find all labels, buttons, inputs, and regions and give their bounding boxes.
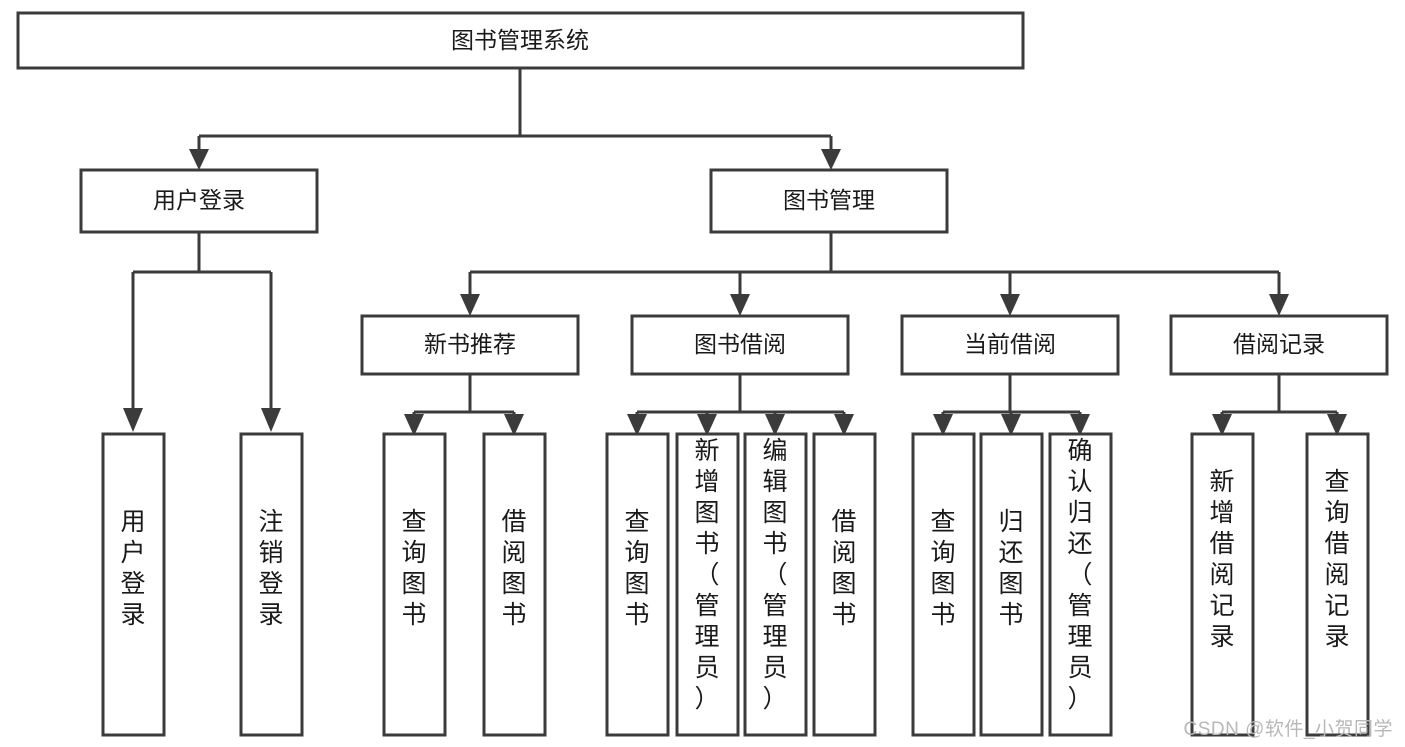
leaf-user-login-1-box[interactable] xyxy=(101,432,166,737)
leaf-current-borrow-1[interactable]: 查询图书 xyxy=(911,432,976,737)
leaf-current-borrow-2-box[interactable] xyxy=(979,432,1044,737)
node-user-login[interactable]: 用户登录 xyxy=(79,168,319,234)
arrow-book-mgmt-c4 xyxy=(1269,294,1289,316)
leaf-current-borrow-3-box[interactable] xyxy=(1048,432,1113,737)
leaf-new-book-2-label: 借阅图书 xyxy=(501,508,526,629)
leaf-borrow-book-3-box[interactable] xyxy=(743,432,808,737)
arrow-borrow-book-c1 xyxy=(627,414,647,436)
leaf-borrow-record-2[interactable]: 查询借阅记录 xyxy=(1305,432,1370,737)
node-book-borrow[interactable]: 图书借阅 xyxy=(630,314,850,376)
arrow-current-borrow-c2 xyxy=(1001,414,1021,436)
node-current-borrow-label: 当前借阅 xyxy=(964,331,1056,357)
leaf-borrow-book-1-box[interactable] xyxy=(605,432,670,737)
node-new-book-recommend[interactable]: 新书推荐 xyxy=(360,314,580,376)
node-borrow-record-box[interactable] xyxy=(1169,314,1389,376)
node-book-management-box[interactable] xyxy=(709,168,949,234)
node-new-book-recommend-box[interactable] xyxy=(360,314,580,376)
arrow-current-borrow-c1 xyxy=(933,414,953,436)
node-current-borrow-box[interactable] xyxy=(900,314,1120,376)
arrow-borrow-book-c3 xyxy=(765,414,785,436)
leaf-current-borrow-3[interactable]: 确认归还（管理员） xyxy=(1048,432,1113,737)
leaf-current-borrow-3-label: 确认归还（管理员） xyxy=(1067,437,1092,713)
leaf-borrow-book-4-label: 借阅图书 xyxy=(831,508,856,629)
leaf-borrow-book-2[interactable]: 新增图书（管理员） xyxy=(675,432,740,737)
node-user-login-label: 用户登录 xyxy=(153,187,245,213)
arrow-new-book-c2 xyxy=(504,414,524,436)
leaf-borrow-record-2-label: 查询借阅记录 xyxy=(1324,468,1349,651)
arrow-book-mgmt-c3 xyxy=(1000,294,1020,316)
arrow-current-borrow-c3 xyxy=(1070,414,1090,436)
node-new-book-recommend-label: 新书推荐 xyxy=(424,331,516,357)
node-book-borrow-box[interactable] xyxy=(630,314,850,376)
arrow-book-mgmt-c1 xyxy=(460,294,480,316)
leaf-user-login-2-label: 注销登录 xyxy=(258,508,283,629)
leaf-current-borrow-2-label: 归还图书 xyxy=(998,508,1023,629)
leaf-borrow-record-1[interactable]: 新增借阅记录 xyxy=(1190,432,1255,737)
leaf-borrow-book-4-box[interactable] xyxy=(812,432,877,737)
leaf-borrow-record-2-box[interactable] xyxy=(1305,432,1370,737)
node-current-borrow[interactable]: 当前借阅 xyxy=(900,314,1120,376)
leaf-borrow-book-2-box[interactable] xyxy=(675,432,740,737)
leaf-user-login-1-label: 用户登录 xyxy=(120,508,145,629)
leaf-borrow-record-1-box[interactable] xyxy=(1190,432,1255,737)
leaf-new-book-2-box[interactable] xyxy=(482,432,547,737)
arrow-borrow-book-c4 xyxy=(834,414,854,436)
arrow-borrow-book-c2 xyxy=(697,414,717,436)
arrow-root-to-book-mgmt xyxy=(821,149,841,170)
connector-group xyxy=(123,68,1347,436)
leaf-new-book-1-box[interactable] xyxy=(382,432,447,737)
arrow-new-book-c1 xyxy=(404,414,424,436)
arrow-borrow-record-c2 xyxy=(1327,414,1347,436)
node-book-management[interactable]: 图书管理 xyxy=(709,168,949,234)
leaf-user-login-1[interactable]: 用户登录 xyxy=(101,432,166,737)
leaf-new-book-1[interactable]: 查询图书 xyxy=(382,432,447,737)
node-borrow-record[interactable]: 借阅记录 xyxy=(1169,314,1389,376)
leaf-current-borrow-1-label: 查询图书 xyxy=(930,508,955,629)
node-root-label: 图书管理系统 xyxy=(451,27,589,53)
arrow-user-login-c1 xyxy=(123,408,143,432)
leaf-borrow-book-1-label: 查询图书 xyxy=(624,508,649,629)
leaf-borrow-record-1-label: 新增借阅记录 xyxy=(1209,468,1234,651)
node-borrow-record-label: 借阅记录 xyxy=(1233,331,1325,357)
leaf-user-login-2[interactable]: 注销登录 xyxy=(239,432,304,737)
node-book-borrow-label: 图书借阅 xyxy=(694,331,786,357)
leaf-borrow-book-4[interactable]: 借阅图书 xyxy=(812,432,877,737)
arrow-user-login-c2 xyxy=(261,408,281,432)
node-root-box[interactable] xyxy=(16,11,1025,70)
leaf-current-borrow-2[interactable]: 归还图书 xyxy=(979,432,1044,737)
leaf-borrow-book-2-label: 新增图书（管理员） xyxy=(694,437,719,713)
leaf-user-login-2-box[interactable] xyxy=(239,432,304,737)
leaf-borrow-book-3-label: 编辑图书（管理员） xyxy=(762,437,787,713)
node-user-login-box[interactable] xyxy=(79,168,319,234)
arrow-root-to-user-login xyxy=(189,149,209,170)
leaf-borrow-book-3[interactable]: 编辑图书（管理员） xyxy=(743,432,808,737)
leaf-new-book-2[interactable]: 借阅图书 xyxy=(482,432,547,737)
arrow-book-mgmt-c2 xyxy=(730,294,750,316)
leaf-current-borrow-1-box[interactable] xyxy=(911,432,976,737)
arrow-borrow-record-c1 xyxy=(1212,414,1232,436)
leaf-borrow-book-1[interactable]: 查询图书 xyxy=(605,432,670,737)
node-book-management-label: 图书管理 xyxy=(783,187,875,213)
node-root[interactable]: 图书管理系统 xyxy=(16,11,1025,70)
leaf-new-book-1-label: 查询图书 xyxy=(401,508,426,629)
